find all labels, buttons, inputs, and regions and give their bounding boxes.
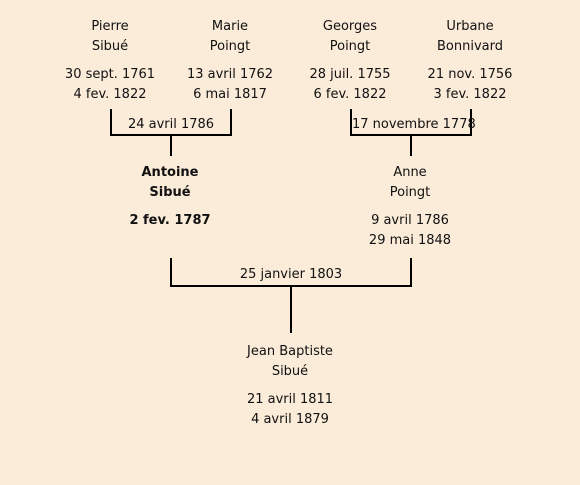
person-antoine-sibue: Antoine Sibué 2 fev. 1787 — [110, 163, 230, 231]
connector-line — [470, 109, 472, 136]
person-first-name: Antoine — [141, 165, 199, 180]
connector-line — [410, 134, 412, 156]
marriage-date-right: 17 novembre 1778 — [352, 117, 476, 132]
death-date: 6 fev. 1822 — [313, 87, 387, 102]
person-dates: 28 juil. 1755 6 fev. 1822 — [290, 65, 410, 105]
person-jean-baptiste-sibue: Jean Baptiste Sibué 21 avril 1811 4 avri… — [220, 342, 360, 430]
person-urbane-bonnivard: Urbane Bonnivard 21 nov. 1756 3 fev. 182… — [410, 17, 530, 105]
connector-line — [170, 134, 172, 156]
person-last-name: Sibué — [271, 364, 309, 379]
connector-line — [290, 285, 292, 333]
marriage-date-left: 24 avril 1786 — [127, 117, 215, 132]
birth-date: 21 avril 1811 — [246, 392, 334, 407]
person-pierre-sibue: Pierre Sibué 30 sept. 1761 4 fev. 1822 — [50, 17, 170, 105]
person-dates: 9 avril 1786 29 mai 1848 — [350, 211, 470, 251]
birth-date: 2 fev. 1787 — [129, 213, 211, 228]
person-last-name: Sibué — [149, 185, 191, 200]
death-date: 4 avril 1879 — [251, 412, 329, 427]
death-date: 6 mai 1817 — [193, 87, 267, 102]
person-first-name: Marie — [211, 19, 249, 34]
birth-date: 9 avril 1786 — [371, 213, 449, 228]
connector-line — [110, 109, 112, 136]
person-marie-poingt: Marie Poingt 13 avril 1762 6 mai 1817 — [170, 17, 290, 105]
birth-date: 13 avril 1762 — [186, 67, 274, 82]
death-date: 3 fev. 1822 — [433, 87, 507, 102]
person-first-name: Georges — [322, 19, 378, 34]
person-georges-poingt: Georges Poingt 28 juil. 1755 6 fev. 1822 — [290, 17, 410, 105]
person-last-name: Bonnivard — [437, 39, 503, 54]
birth-date: 28 juil. 1755 — [309, 67, 391, 82]
person-first-name: Jean Baptiste — [247, 344, 333, 359]
person-last-name: Poingt — [209, 39, 251, 54]
person-last-name: Poingt — [329, 39, 371, 54]
person-first-name: Anne — [393, 165, 427, 180]
connector-line — [410, 258, 412, 287]
marriage-date-parents: 25 janvier 1803 — [239, 267, 343, 282]
person-dates: 2 fev. 1787 — [110, 211, 230, 231]
person-dates: 21 nov. 1756 3 fev. 1822 — [410, 65, 530, 105]
person-anne-poingt: Anne Poingt 9 avril 1786 29 mai 1848 — [350, 163, 470, 251]
connector-line — [170, 258, 172, 287]
person-dates: 30 sept. 1761 4 fev. 1822 — [50, 65, 170, 105]
birth-date: 30 sept. 1761 — [64, 67, 156, 82]
person-dates: 21 avril 1811 4 avril 1879 — [220, 390, 360, 430]
person-first-name: Pierre — [91, 19, 129, 34]
person-first-name: Urbane — [446, 19, 494, 34]
death-date: 4 fev. 1822 — [73, 87, 147, 102]
connector-line — [350, 109, 352, 136]
birth-date: 21 nov. 1756 — [427, 67, 513, 82]
connector-line — [230, 109, 232, 136]
person-last-name: Sibué — [91, 39, 129, 54]
person-last-name: Poingt — [389, 185, 431, 200]
death-date: 29 mai 1848 — [368, 233, 452, 248]
person-dates: 13 avril 1762 6 mai 1817 — [170, 65, 290, 105]
